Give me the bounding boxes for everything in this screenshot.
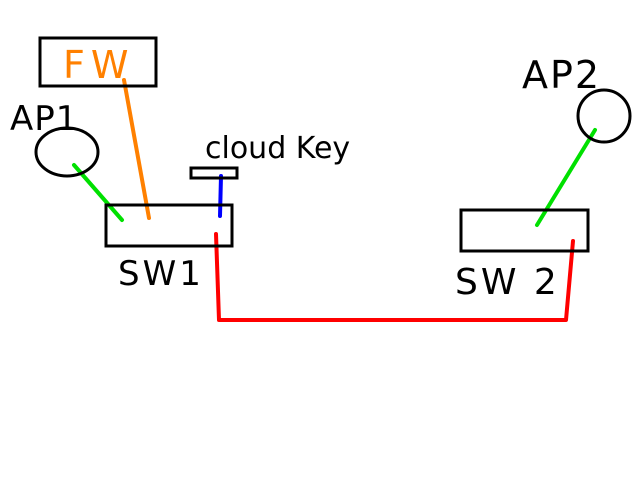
sw2-label: SW 2 [455, 262, 560, 303]
ap1-node [34, 126, 100, 178]
cloud-key-label: cloud Key [205, 131, 350, 166]
sw2-box [459, 208, 590, 253]
sw1-to-sw2-link [214, 232, 575, 322]
ap2-label: AP2 [522, 53, 601, 97]
fw-to-sw1-link [122, 78, 151, 220]
cloud-key-device [189, 166, 239, 180]
sw1-box [104, 203, 234, 248]
fw-box [38, 36, 158, 88]
ap1-label: AP1 [10, 99, 78, 139]
cloud-key-to-sw1-link [218, 174, 223, 218]
sw1-label: SW1 [118, 254, 204, 294]
ap2-node [576, 88, 632, 144]
fw-label: FW [63, 43, 134, 87]
